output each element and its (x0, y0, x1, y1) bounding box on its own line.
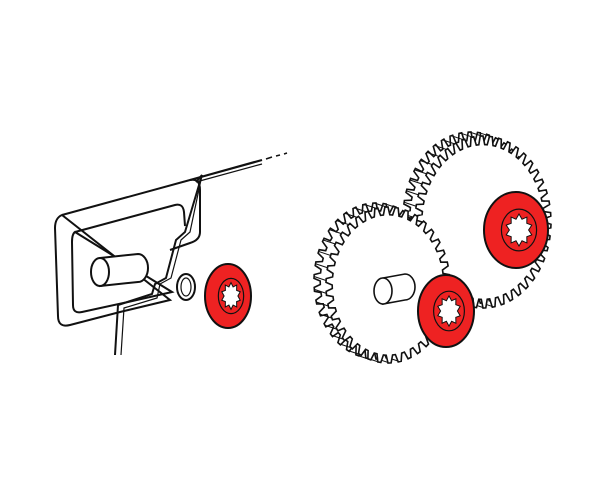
gear-tooth-edge (314, 288, 327, 294)
washer-star-hole (505, 212, 533, 248)
gear-tooth-edge (354, 207, 367, 213)
lock-washer-front (417, 274, 475, 348)
gear-tooth-edge (313, 276, 327, 281)
gear-tooth-edge (315, 263, 328, 269)
washer-star-hole (221, 281, 241, 311)
gear-tooth-edge (324, 324, 338, 330)
shaft-pin (90, 252, 149, 288)
lock-washer-left (204, 263, 252, 329)
gear-tooth-edge (409, 179, 423, 185)
gear-tooth-edge (426, 151, 440, 157)
o-ring (176, 273, 196, 301)
gear-tooth-edge (323, 239, 336, 245)
lock-washer-rear (483, 191, 549, 269)
gear-tooth-edge (319, 313, 333, 319)
gear-tooth-edge (403, 201, 417, 207)
gear-tooth-edge (364, 203, 377, 209)
hub-end (373, 277, 393, 305)
gear-tooth-edge (338, 343, 352, 349)
gear-tooth-edge (329, 229, 342, 235)
gear-tooth-edge (414, 169, 427, 175)
gear-tooth-edge (318, 250, 331, 256)
housing-panel (53, 152, 288, 356)
gear-tooth-edge (406, 190, 419, 196)
gear-hub (373, 273, 416, 305)
gear-tooth-edge (420, 160, 433, 166)
gear-tooth-edge (451, 135, 464, 141)
gear-tooth-edge (442, 139, 455, 145)
washer-star-hole (437, 294, 461, 328)
gear-tooth-edge (336, 220, 349, 226)
gear-tooth-edge (460, 132, 473, 138)
gear-tooth-edge (344, 212, 358, 218)
gear-tooth-edge (316, 301, 329, 307)
gear-tooth-edge (434, 144, 447, 150)
gear-tooth-edge (331, 334, 344, 340)
